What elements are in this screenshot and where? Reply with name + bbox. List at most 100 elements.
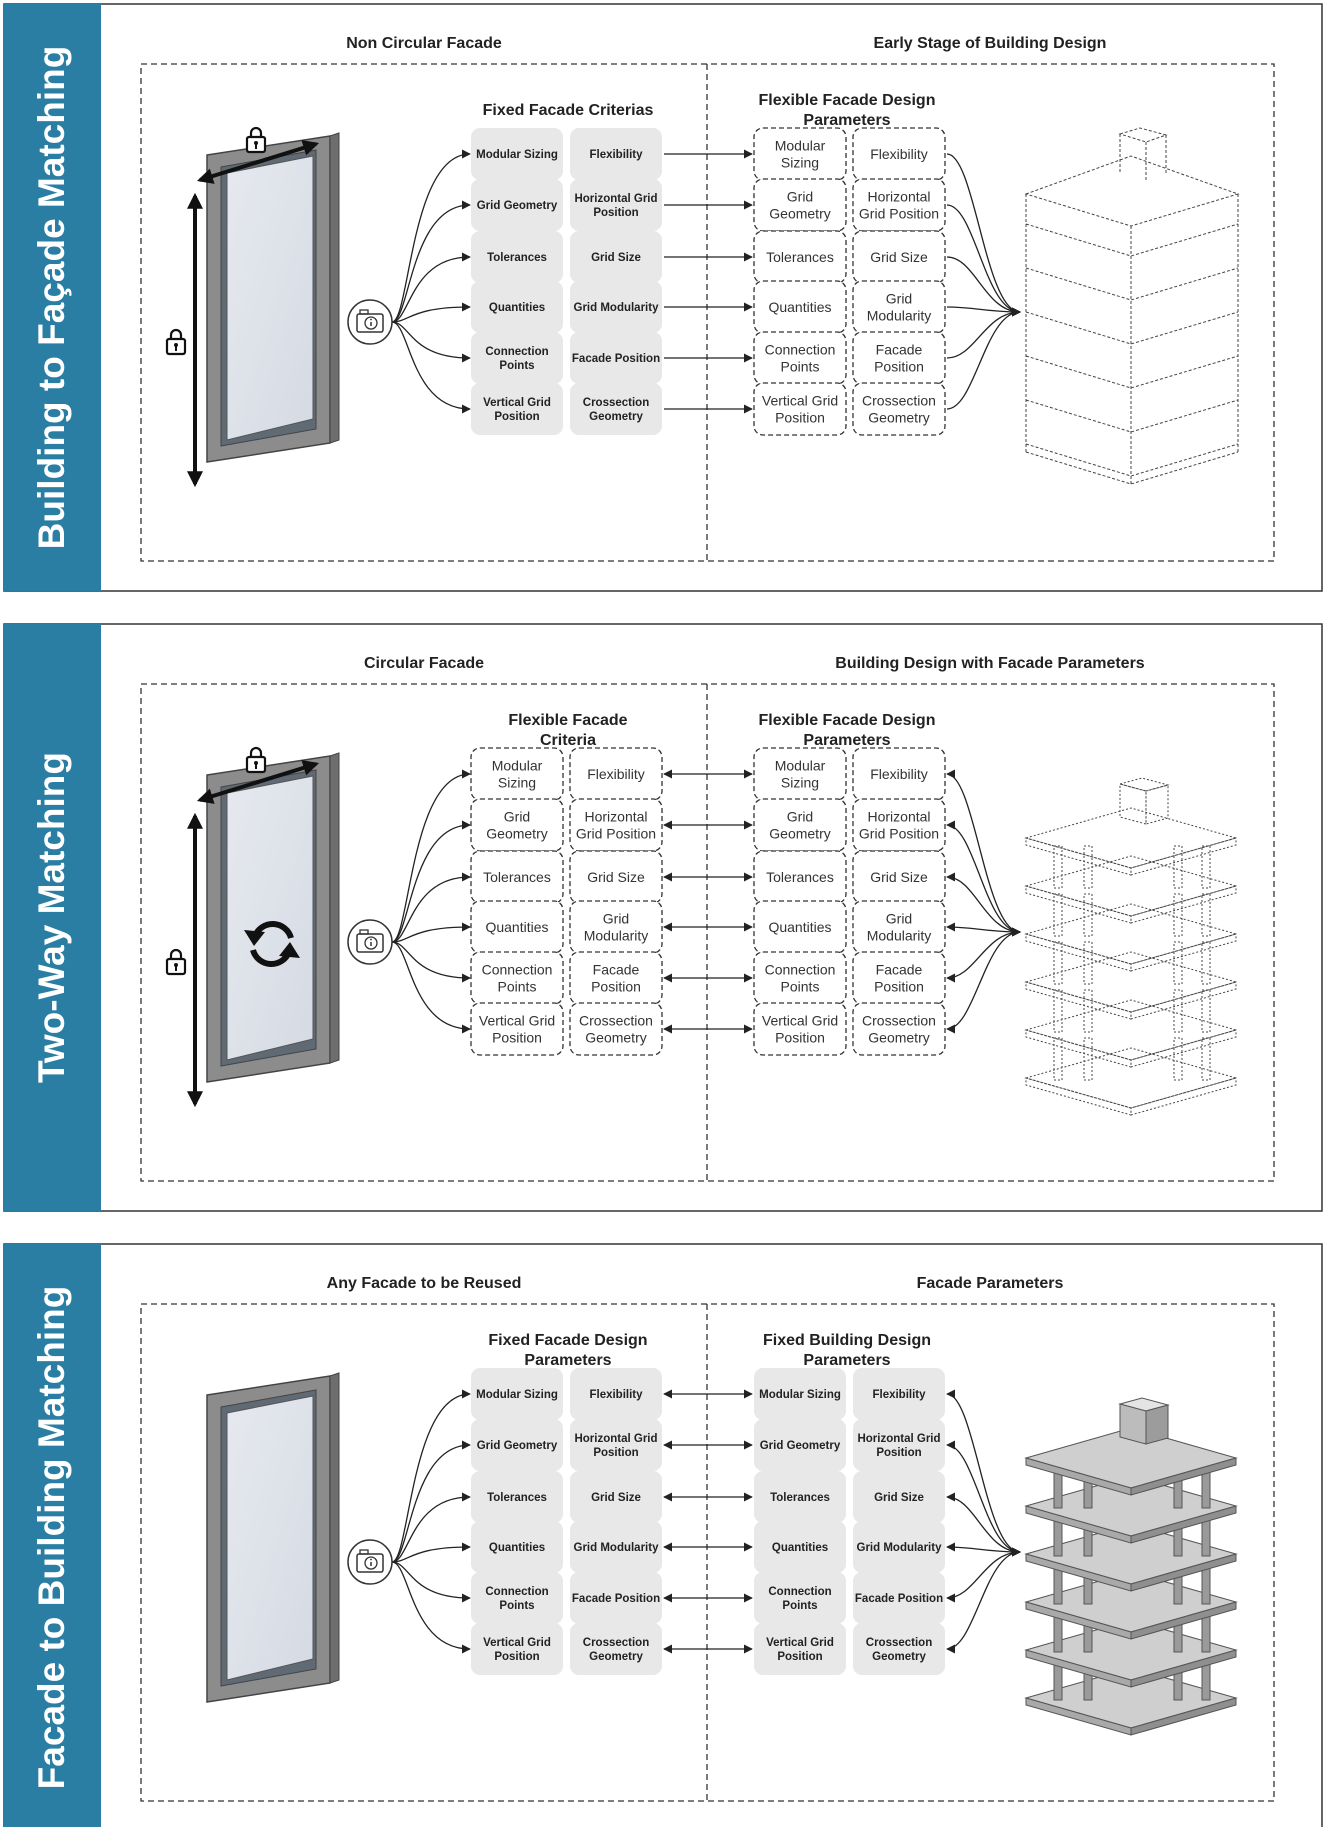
right-heading: Early Stage of Building Design <box>874 35 1107 52</box>
panel-border <box>3 623 1323 1212</box>
right-chip: Flexibility <box>852 127 946 181</box>
chip-label: Geometry <box>769 206 830 222</box>
chip-label: Modular <box>775 138 826 154</box>
chip-label: Modular Sizing <box>759 1389 841 1401</box>
chip-box <box>570 383 662 435</box>
chip-box <box>852 382 946 436</box>
chip-box <box>471 1471 563 1523</box>
chip-box <box>569 900 663 954</box>
chip-label: Grid <box>886 291 912 307</box>
chip-box <box>471 1419 563 1471</box>
column <box>1083 845 1093 889</box>
chip-box <box>852 798 946 852</box>
column <box>1173 989 1183 1033</box>
chip-box <box>570 128 662 180</box>
chip-label: Modularity <box>867 308 932 324</box>
left-caption: Fixed Facade Design <box>488 1332 647 1349</box>
chip-box <box>754 1368 846 1420</box>
chip-box <box>852 230 946 284</box>
left-chip: Tolerances <box>471 231 563 283</box>
left-chip: Grid Size <box>570 231 662 283</box>
chip-label: Grid Geometry <box>760 1440 841 1452</box>
chip-label: Horizontal Grid <box>857 1433 940 1445</box>
left-chip: Modular Sizing <box>471 1368 563 1420</box>
chip-label: Sizing <box>781 155 819 171</box>
chip-label: Tolerances <box>766 869 834 885</box>
chip-label: Connection <box>485 1586 548 1598</box>
chip-label: Geometry <box>585 1030 646 1046</box>
left-caption: Flexible Facade <box>508 712 627 729</box>
fan-arrow <box>391 941 471 1034</box>
building-fan-arrow <box>946 256 1021 317</box>
chip-box <box>570 1471 662 1523</box>
chip-box <box>569 850 663 904</box>
chip-box <box>852 951 946 1005</box>
right-chip: Grid Size <box>852 230 946 284</box>
chip-label: Facade Position <box>855 1593 943 1605</box>
chip-label: Modular Sizing <box>476 1389 558 1401</box>
chip-label: Points <box>782 1600 817 1612</box>
chip-label: Grid <box>886 911 912 927</box>
chip-box <box>853 1521 945 1573</box>
right-caption: Parameters <box>803 112 890 129</box>
chip-label: Modular Sizing <box>476 149 558 161</box>
chip-label: Vertical Grid <box>766 1637 834 1649</box>
chip-label: Facade Position <box>572 353 660 365</box>
chip-box <box>471 1521 563 1573</box>
right-caption: Parameters <box>803 1352 890 1369</box>
chip-box <box>753 178 847 232</box>
panel-side-label: Facade to Building Matching <box>31 1286 72 1790</box>
chip-label: Crossection <box>583 1637 649 1649</box>
building-fan-arrow <box>946 306 1021 317</box>
chip-label: Grid Position <box>859 826 939 842</box>
chip-label: Geometry <box>589 411 643 423</box>
chip-box <box>753 230 847 284</box>
chip-label: Grid Size <box>591 1492 641 1504</box>
fan-arrow <box>391 321 471 363</box>
chip-label: Flexibility <box>587 766 645 782</box>
chip-box <box>753 1002 847 1056</box>
left-chip: Grid Size <box>569 850 663 904</box>
fan-arrow <box>391 872 471 943</box>
right-caption: Flexible Facade Design <box>759 712 936 729</box>
chip-box <box>570 1572 662 1624</box>
left-chip: Quantities <box>471 281 563 333</box>
lock-icon <box>165 948 187 976</box>
left-chip: Quantities <box>471 1521 563 1573</box>
fan-arrow <box>391 1492 471 1563</box>
left-chip: Tolerances <box>471 1471 563 1523</box>
chip-label: Horizontal <box>867 809 930 825</box>
chip-label: Tolerances <box>483 869 551 885</box>
left-caption: Parameters <box>524 1352 611 1369</box>
right-caption: Flexible Facade Design <box>759 92 936 109</box>
chip-box <box>852 331 946 385</box>
chip-box <box>470 900 564 954</box>
chip-label: Grid Position <box>859 206 939 222</box>
chip-box <box>753 900 847 954</box>
chip-label: Position <box>593 207 638 219</box>
fan-arrow <box>391 1561 471 1654</box>
left-chip: Facade Position <box>570 332 662 384</box>
column <box>1173 893 1183 937</box>
chip-label: Grid Size <box>587 869 645 885</box>
facade-element <box>206 132 340 463</box>
chip-label: Position <box>591 979 641 995</box>
chip-box <box>852 280 946 334</box>
chip-box <box>471 128 563 180</box>
chip-box <box>569 951 663 1005</box>
chip-label: Vertical Grid <box>479 1013 555 1029</box>
chip-label: Facade <box>876 342 923 358</box>
chip-label: Facade Position <box>572 1593 660 1605</box>
panel-sidebar <box>4 4 101 591</box>
